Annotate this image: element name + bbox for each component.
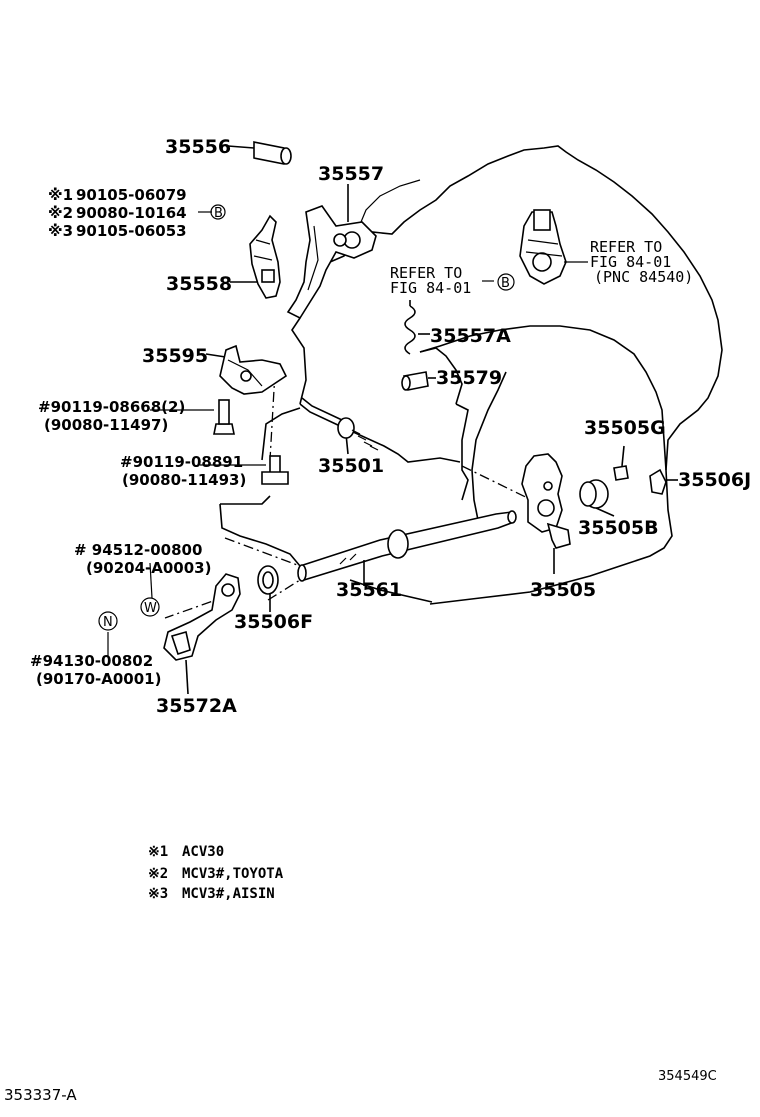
refer-right-line3: (PNC 84540) <box>594 268 693 286</box>
label-35556: 35556 <box>165 136 231 158</box>
shaft-35561 <box>297 510 517 586</box>
footnotes: ※1 ACV30 ※2 MCV3#,TOYOTA ※3 MCV3#,AISIN <box>148 844 284 902</box>
variant-3-number: 90105-06053 <box>76 222 187 240</box>
bracket-35558 <box>230 214 281 299</box>
leader-lines <box>107 280 494 656</box>
rod-35501 <box>261 397 461 463</box>
variant-list: ※1 90105-06079 ※2 90080-10164 B ※3 90105… <box>48 186 226 240</box>
circle-mark-b-upper <box>210 204 226 220</box>
lever-35572A <box>163 573 241 695</box>
bolt-lower <box>261 455 289 485</box>
footnote-3-text: MCV3#,AISIN <box>182 886 275 902</box>
label-35505B: 35505B <box>578 517 659 539</box>
bolt1-main: #90119-08668(2) <box>38 398 185 416</box>
clip-35506J <box>649 468 678 495</box>
refer-right-line2: FIG 84-01 <box>590 253 671 271</box>
pin-35556 <box>227 141 292 165</box>
refer-right-line1: REFER TO <box>590 238 662 256</box>
plug-35579 <box>401 371 436 391</box>
part-labels: 35556 35557 35558 35595 35557A 35579 355… <box>142 136 751 717</box>
label-35579: 35579 <box>436 367 502 389</box>
label-35505: 35505 <box>530 579 596 601</box>
footnote-2-mark: ※2 <box>148 866 168 882</box>
variant-1-number: 90105-06079 <box>76 186 187 204</box>
bolt1-alt: (90080-11497) <box>44 416 168 434</box>
label-35557: 35557 <box>318 163 384 185</box>
circle-mark-w <box>140 597 160 617</box>
circle-b-mid-text: B <box>501 276 510 291</box>
label-35501: 35501 <box>318 455 384 477</box>
label-35505G: 35505G <box>584 417 666 439</box>
circle-mark-n <box>98 611 118 631</box>
footnote-2-text: MCV3#,TOYOTA <box>182 866 284 882</box>
bolt2-main: #90119-08891 <box>120 453 243 471</box>
label-35595: 35595 <box>142 345 208 367</box>
bolt4-main: #94130-00802 <box>30 652 153 670</box>
footnote-1-mark: ※1 <box>148 844 168 860</box>
variant-1-mark: ※1 <box>48 186 73 204</box>
bracket-35595 <box>205 344 288 395</box>
label-35557A: 35557A <box>430 325 511 347</box>
refer-left-line2: FIG 84-01 <box>390 279 471 297</box>
neutral-switch <box>519 209 588 285</box>
bolt3-main: # 94512-00800 <box>74 541 202 559</box>
bolt-upper <box>213 399 235 435</box>
circle-b-upper-text: B <box>214 206 223 221</box>
code-bottom-left: 353337-A <box>4 1086 77 1104</box>
lever-35557 <box>286 184 377 320</box>
pin-35505G <box>613 445 629 481</box>
bolt2-alt: (90080-11493) <box>122 471 246 489</box>
label-35506J: 35506J <box>678 469 751 491</box>
lever-35505 <box>521 453 571 574</box>
code-bottom-right: 354549C <box>658 1069 717 1084</box>
circle-mark-b-mid <box>497 273 515 291</box>
label-35558: 35558 <box>166 273 232 295</box>
refer-left: REFER TO FIG 84-01 B <box>390 264 515 297</box>
label-35572A: 35572A <box>156 695 237 717</box>
label-35506F: 35506F <box>234 611 313 633</box>
circle-n-text: N <box>103 615 113 630</box>
variant-2-number: 90080-10164 <box>76 204 187 222</box>
variant-2-mark: ※2 <box>48 204 73 222</box>
label-35561: 35561 <box>336 579 402 601</box>
refer-left-line1: REFER TO <box>390 264 462 282</box>
variant-3-mark: ※3 <box>48 222 73 240</box>
bolt4-alt: (90170-A0001) <box>36 670 161 688</box>
refer-right: REFER TO FIG 84-01 (PNC 84540) <box>590 238 693 286</box>
spring-35557A <box>404 300 430 355</box>
bolt3-alt: (90204-A0003) <box>86 559 211 577</box>
footnote-1-text: ACV30 <box>182 844 224 860</box>
seal-35505B <box>579 479 615 517</box>
bolt-callouts: #90119-08668(2) (90080-11497) #90119-088… <box>30 398 246 688</box>
seal-35506F <box>257 565 279 612</box>
circle-w-text: W <box>144 601 157 616</box>
footnote-3-mark: ※3 <box>148 886 168 902</box>
